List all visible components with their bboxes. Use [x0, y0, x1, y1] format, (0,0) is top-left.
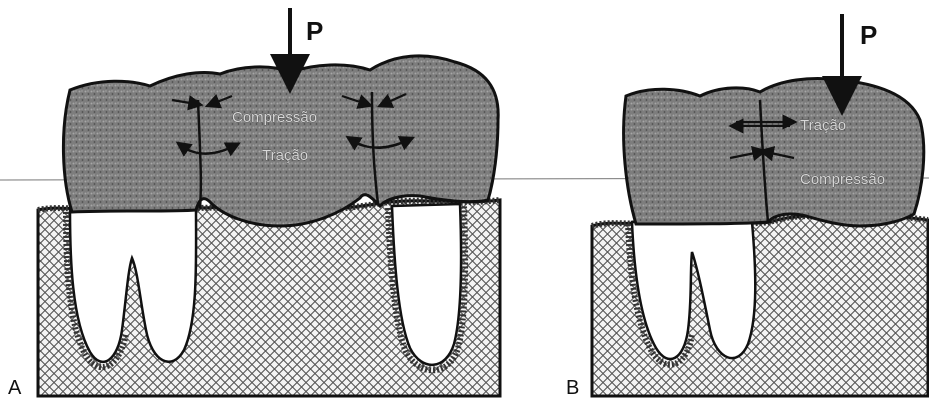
panel-letter-a: A	[8, 377, 22, 399]
panel-a: P Compressão Tração A	[8, 8, 500, 399]
panel-letter-b: B	[566, 377, 579, 399]
force-label-b: P	[860, 20, 877, 50]
cantilever-crowns-b	[624, 79, 924, 227]
panel-b: P Tração Compressão B	[566, 14, 928, 399]
compression-label-a: Compressão	[232, 109, 317, 126]
tension-label-a: Tração	[262, 147, 308, 164]
force-label-a: P	[306, 16, 323, 46]
tension-label-b: Tração	[800, 117, 846, 134]
compression-label-b: Compressão	[800, 171, 885, 188]
